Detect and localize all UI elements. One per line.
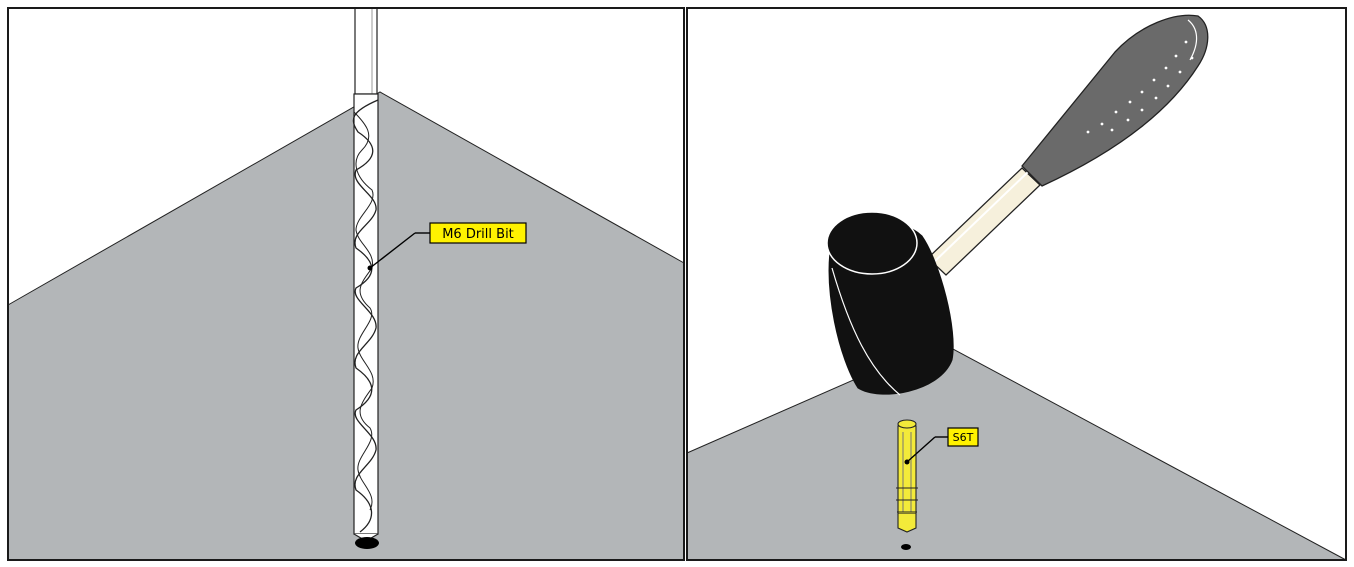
callout-label: S6T	[953, 431, 974, 444]
callout-box	[429, 222, 527, 244]
drill-bit-icon	[352, 7, 379, 542]
mallet-grip	[1021, 14, 1209, 187]
callout-dot	[904, 459, 910, 465]
anchor-callout: S6T	[904, 427, 979, 465]
panel-drill-frame	[7, 7, 685, 561]
mallet-shaft	[927, 167, 1041, 276]
drill-callout: M6 Drill Bit	[367, 222, 527, 271]
panel-hammer: S6T	[686, 8, 1347, 561]
callout-dot	[367, 265, 373, 271]
mallet-icon	[826, 14, 1209, 396]
panel-hammer-frame	[686, 7, 1347, 561]
callout-box	[947, 427, 979, 447]
hole-icon	[355, 537, 379, 549]
hole-icon	[901, 544, 911, 550]
anchor-icon	[896, 419, 918, 533]
callout-label: M6 Drill Bit	[442, 227, 514, 242]
panel-drill: M6 Drill Bit	[7, 7, 685, 561]
